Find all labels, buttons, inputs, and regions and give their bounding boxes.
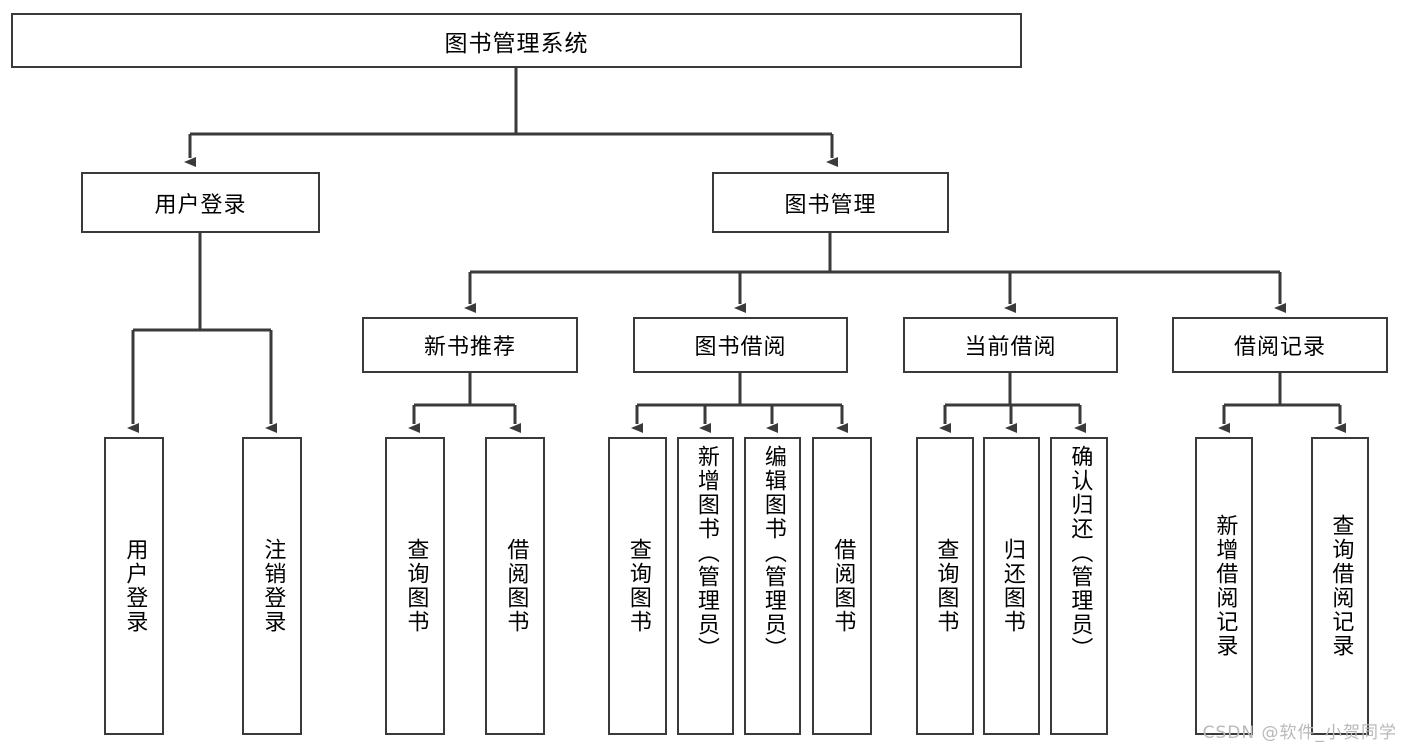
leaf-borrow-borrow-book[interactable]: 借阅图书 <box>812 437 872 735</box>
node-book-borrow[interactable]: 图书借阅 <box>633 317 848 373</box>
leaf-label: 查询图书 <box>403 538 429 634</box>
leaf-inner: 确认归还（管理员） <box>1052 439 1106 733</box>
leaf-label: 用户登录 <box>122 538 148 634</box>
node-user-login[interactable]: 用户登录 <box>81 172 320 233</box>
node-label: 图书管理系统 <box>444 30 589 57</box>
leaf-inner: 查询图书 <box>918 439 972 733</box>
node-label: 用户登录 <box>154 192 247 218</box>
node-root-system[interactable]: 图书管理系统 <box>11 13 1022 68</box>
node-label: 图书借阅 <box>694 335 787 360</box>
node-label: 当前借阅 <box>964 335 1057 360</box>
leaf-user-login[interactable]: 用户登录 <box>104 437 164 735</box>
leaf-borrow-edit-book-admin[interactable]: 编辑图书（管理员） <box>744 437 801 735</box>
leaf-inner: 查询图书 <box>387 439 443 733</box>
leaf-label: 确认归还（管理员） <box>1067 445 1093 661</box>
leaf-label: 归还图书 <box>999 538 1025 634</box>
leaf-record-add-record[interactable]: 新增借阅记录 <box>1195 437 1253 735</box>
leaf-current-confirm-return-admin[interactable]: 确认归还（管理员） <box>1050 437 1108 735</box>
leaf-user-logout[interactable]: 注销登录 <box>242 437 302 735</box>
leaf-inner: 查询借阅记录 <box>1313 439 1367 733</box>
leaf-inner: 归还图书 <box>985 439 1038 733</box>
leaf-inner: 借阅图书 <box>814 439 870 733</box>
leaf-recommend-query-book[interactable]: 查询图书 <box>385 437 445 735</box>
leaf-borrow-add-book-admin[interactable]: 新增图书（管理员） <box>677 437 734 735</box>
leaf-label: 新增图书（管理员） <box>693 445 719 661</box>
node-current-borrow[interactable]: 当前借阅 <box>903 317 1118 373</box>
leaf-label: 查询借阅记录 <box>1328 514 1354 658</box>
watermark-text: CSDN @软件_小贺同学 <box>1202 723 1397 743</box>
leaf-label: 查询图书 <box>625 538 651 634</box>
leaf-current-return-book[interactable]: 归还图书 <box>983 437 1040 735</box>
leaf-inner: 新增图书（管理员） <box>679 439 732 733</box>
leaf-label: 借阅图书 <box>503 538 529 634</box>
leaf-inner: 新增借阅记录 <box>1197 439 1251 733</box>
leaf-borrow-query-book[interactable]: 查询图书 <box>608 437 667 735</box>
leaf-record-query-record[interactable]: 查询借阅记录 <box>1311 437 1369 735</box>
leaf-label: 查询图书 <box>933 538 959 634</box>
node-label: 图书管理 <box>784 192 877 218</box>
node-new-book-recommend[interactable]: 新书推荐 <box>362 317 578 373</box>
leaf-inner: 注销登录 <box>244 439 300 733</box>
leaf-label: 借阅图书 <box>830 538 856 634</box>
leaf-label: 注销登录 <box>260 538 286 634</box>
leaf-label: 编辑图书（管理员） <box>760 445 786 661</box>
leaf-recommend-borrow-book[interactable]: 借阅图书 <box>485 437 545 735</box>
leaf-inner: 借阅图书 <box>487 439 543 733</box>
leaf-label: 新增借阅记录 <box>1212 514 1238 658</box>
node-label: 借阅记录 <box>1233 335 1326 360</box>
leaf-inner: 查询图书 <box>610 439 665 733</box>
leaf-inner: 编辑图书（管理员） <box>746 439 799 733</box>
node-book-management[interactable]: 图书管理 <box>712 172 949 233</box>
leaf-current-query-book[interactable]: 查询图书 <box>916 437 974 735</box>
leaf-inner: 用户登录 <box>106 439 162 733</box>
node-label: 新书推荐 <box>423 335 516 360</box>
node-borrow-record[interactable]: 借阅记录 <box>1172 317 1388 373</box>
